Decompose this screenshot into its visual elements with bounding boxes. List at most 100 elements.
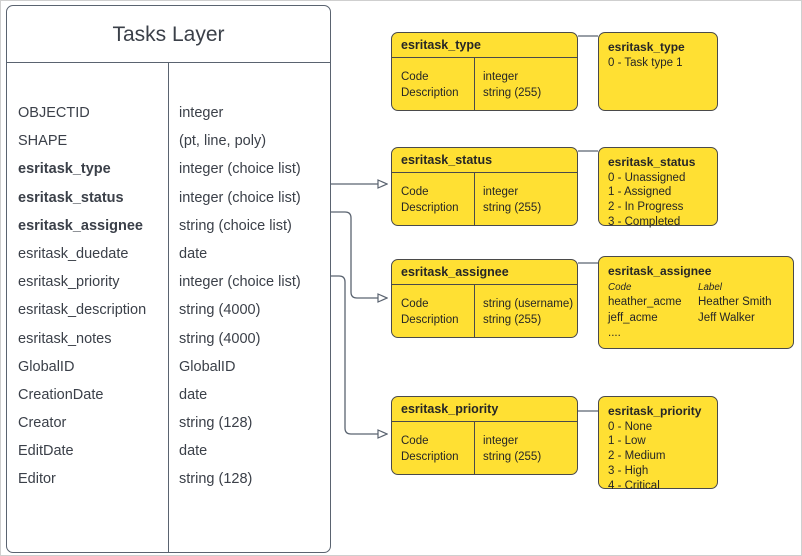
field-name: esritask_duedate [18,245,129,262]
domain-value-row: .... [608,326,793,342]
domain-value-item: 4 - Critical [608,479,660,492]
field-name: SHAPE [18,133,68,150]
domain-values-esritask-priority[interactable]: esritask_priority 0 - None 1 - Low 2 - M… [598,396,718,492]
code-label: Code [401,435,429,447]
description-type: string (255) [483,450,542,463]
field-type: (pt, line, poly) [179,133,267,150]
field-name: esritask_status [18,189,124,206]
domain-table-field-column: Code Description [401,297,475,328]
column-header-label: Label [698,281,722,293]
field-type: string (4000) [179,302,261,319]
domain-table-esritask-type[interactable]: esritask_type Code Description integer s… [391,32,578,111]
code-label: Code [401,298,429,310]
domain-table-divider [474,285,475,337]
entity-field-type-column: integer (pt, line, poly) integer (choice… [168,99,330,494]
code-type: integer [483,71,519,83]
domain-values-header: esritask_assignee [608,264,712,278]
domain-table-body: Code Description integer string (255) [392,422,577,474]
field-type: string (choice list) [179,217,292,234]
field-type: string (128) [179,415,253,432]
description-type: string (255) [483,86,542,99]
code-label: Code [401,71,429,83]
field-type: integer [179,105,224,121]
domain-value-item: 0 - Task type 1 [608,56,683,69]
code-type: integer [483,435,519,447]
domain-table-header: esritask_priority [392,397,577,422]
domain-value-item: 0 - Unassigned [608,171,686,184]
field-type: date [179,443,208,460]
value-code: jeff_acme [608,311,658,324]
domain-value-item: 2 - In Progress [608,201,684,214]
domain-values-header: esritask_type [608,40,685,54]
domain-table-esritask-status[interactable]: esritask_status Code Description integer… [391,147,578,226]
description-label: Description [401,450,459,463]
domain-table-type-column: integer string (255) [483,70,541,101]
description-label: Description [401,201,459,214]
value-code: heather_acme [608,296,682,308]
field-type: string (4000) [179,330,261,347]
value-code: .... [608,327,621,339]
field-type: integer (choice list) [179,189,301,206]
field-name: Editor [18,471,56,488]
domain-values-esritask-type[interactable]: esritask_type 0 - Task type 1 [598,32,718,111]
field-name: CreationDate [18,386,104,403]
connector-priority [331,275,387,434]
domain-value-item: 3 - Completed [608,215,681,228]
domain-table-header: esritask_type [392,33,577,58]
field-type: GlobalID [179,358,236,375]
domain-table-body: Code Description integer string (255) [392,173,577,225]
domain-table-header: esritask_assignee [392,260,577,285]
domain-values-column-headers: Code Label [608,280,793,296]
domain-values-header: esritask_priority [608,404,702,418]
domain-value-item: 1 - Assigned [608,186,672,199]
field-name: GlobalID [18,358,75,375]
domain-value-row: heather_acme Heather Smith [608,295,793,311]
field-name: esritask_type [18,161,111,178]
field-name: OBJECTID [18,105,90,121]
entity-column-divider [168,63,169,552]
connector-assignee [331,211,387,298]
domain-table-type-column: string (username) string (255) [483,297,573,328]
field-name: EditDate [18,443,74,460]
domain-table-field-column: Code Description [401,70,475,101]
code-type: integer [483,186,519,198]
value-label: Jeff Walker [698,311,755,324]
entity-field-name-column: OBJECTID SHAPE esritask_type esritask_st… [7,99,168,494]
domain-values-esritask-assignee[interactable]: esritask_assignee Code Label heather_acm… [598,256,794,349]
field-type: integer (choice list) [179,161,301,178]
domain-value-item: 3 - High [608,464,649,477]
domain-table-field-column: Code Description [401,185,475,216]
domain-table-divider [474,173,475,225]
domain-value-item: 1 - Low [608,435,646,448]
domain-values-esritask-status[interactable]: esritask_status 0 - Unassigned 1 - Assig… [598,147,718,228]
page-title: Tasks Layer [7,6,330,63]
code-label: Code [401,186,429,198]
field-type: date [179,386,208,403]
field-name: esritask_priority [18,274,120,291]
tasks-layer-entity-table: Tasks Layer OBJECTID SHAPE esritask_type… [6,5,331,553]
description-type: string (255) [483,313,542,326]
domain-value-item: 0 - None [608,420,653,433]
domain-table-type-column: integer string (255) [483,434,541,465]
domain-table-field-column: Code Description [401,434,475,465]
field-name: Creator [18,415,67,432]
domain-table-type-column: integer string (255) [483,185,541,216]
domain-table-esritask-priority[interactable]: esritask_priority Code Description integ… [391,396,578,475]
description-label: Description [401,86,459,99]
field-name: esritask_assignee [18,217,143,234]
domain-value-item: 2 - Medium [608,450,666,463]
field-name: esritask_description [18,302,147,319]
field-type: date [179,245,208,262]
field-type: string (128) [179,471,253,488]
description-type: string (255) [483,201,542,214]
entity-table-body: OBJECTID SHAPE esritask_type esritask_st… [7,63,330,552]
domain-table-esritask-assignee[interactable]: esritask_assignee Code Description strin… [391,259,578,338]
domain-table-body: Code Description string (username) strin… [392,285,577,337]
value-label: Heather Smith [698,296,772,308]
field-name: esritask_notes [18,330,112,347]
column-header-code: Code [608,281,632,293]
code-type: string (username) [483,298,574,310]
field-type: integer (choice list) [179,274,301,291]
domain-values-header: esritask_status [608,155,696,169]
